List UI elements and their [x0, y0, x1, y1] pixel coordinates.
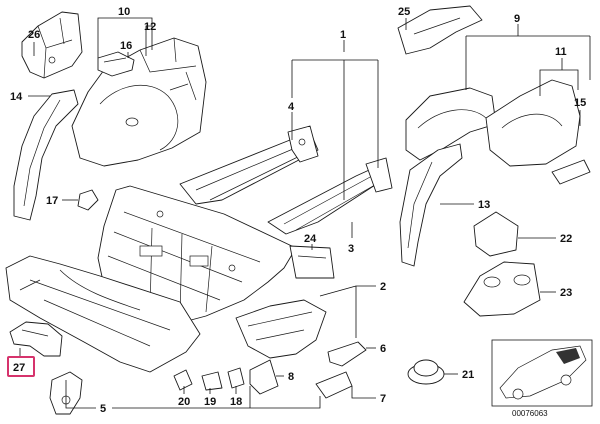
- part-23-bracket: [463, 261, 541, 317]
- floor-pan: [97, 185, 297, 325]
- part-7-bracket: [315, 371, 353, 399]
- callout-17: 17: [46, 195, 58, 207]
- part-11-wheelhouse-right: [405, 87, 497, 161]
- callout-20: 20: [178, 396, 190, 408]
- car-thumbnail: [491, 339, 593, 407]
- part-13-wheel-arch: [399, 143, 463, 267]
- callout-14: 14: [10, 91, 23, 103]
- part-26-bracket: [21, 11, 83, 79]
- part-4-cross-member: [179, 125, 319, 205]
- callout-23: 23: [560, 287, 572, 299]
- callout-25: 25: [398, 6, 410, 18]
- part-6-bracket: [327, 341, 367, 367]
- callout-7: 7: [380, 393, 386, 405]
- part-27-bracket: [9, 321, 63, 357]
- callout-18: 18: [230, 396, 242, 408]
- callout-11: 11: [555, 46, 567, 58]
- callout-10: 10: [118, 6, 130, 18]
- callout-26: 26: [28, 29, 40, 41]
- callout-5: 5: [100, 403, 106, 415]
- callout-12: 12: [144, 21, 156, 33]
- callout-16: 16: [120, 40, 132, 52]
- callout-27: 27: [13, 362, 25, 374]
- part-21-grommet: [407, 359, 445, 385]
- callout-22: 22: [560, 233, 572, 245]
- callout-4: 4: [288, 101, 295, 113]
- part-17-clip: [77, 189, 99, 211]
- callout-24: 24: [304, 233, 317, 245]
- callout-3: 3: [348, 243, 354, 255]
- part-25-bracket: [397, 5, 483, 55]
- part-10-wheelhouse-left: [71, 37, 207, 167]
- part-20-clip: [173, 369, 193, 391]
- callout-9: 9: [514, 13, 520, 25]
- part-18-clip: [227, 367, 245, 389]
- highlight-box: [7, 356, 35, 377]
- callout-8: 8: [288, 371, 294, 383]
- rear-right-panel: [235, 299, 327, 359]
- part-8-bracket: [249, 359, 279, 395]
- callout-19: 19: [204, 396, 216, 408]
- callout-labels: 1 2 3 4 5 6 7 8 9 10 11 12 13 14 15 16 1…: [10, 6, 586, 418]
- part-19-clip: [201, 371, 223, 391]
- part-14-wheel-arch: [13, 89, 79, 221]
- reference-number: 00076063: [512, 409, 548, 418]
- callout-6: 6: [380, 343, 386, 355]
- part-15-wheelhouse-inner: [485, 79, 591, 185]
- callout-13: 13: [478, 199, 490, 211]
- leader-lines: [19, 17, 591, 409]
- part-3-cross-member: [267, 157, 393, 235]
- part-24-panel: [289, 245, 335, 279]
- part-16-plate: [97, 51, 135, 77]
- callout-15: 15: [574, 97, 586, 109]
- callout-1: 1: [340, 29, 346, 41]
- part-22-bracket: [473, 211, 519, 257]
- callout-2: 2: [380, 281, 386, 293]
- rear-floor: [5, 255, 201, 373]
- callout-21: 21: [462, 369, 474, 381]
